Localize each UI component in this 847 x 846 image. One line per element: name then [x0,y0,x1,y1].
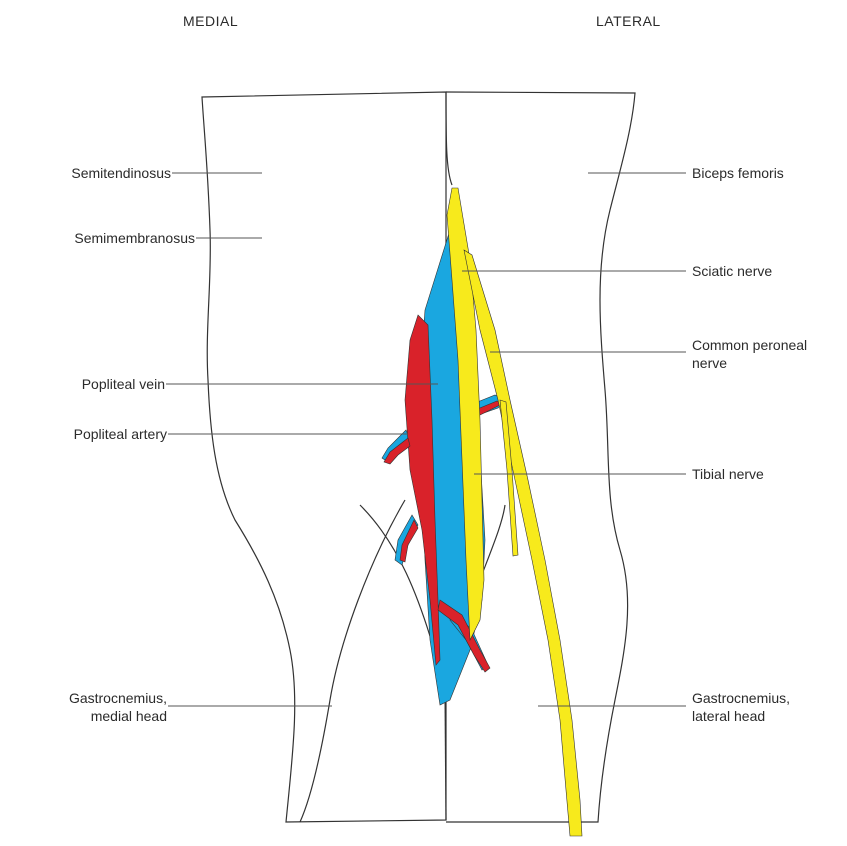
label-gastrocnemius-medial-2: medial head [91,707,167,725]
medial-calf-contour [300,500,405,822]
label-gastrocnemius-medial-1: Gastrocnemius, [69,689,167,707]
header-lateral: LATERAL [596,12,661,30]
label-common-peroneal-2: nerve [692,354,727,372]
label-biceps-femoris: Biceps femoris [692,164,784,182]
center-seam [446,92,452,185]
label-common-peroneal-1: Common peroneal [692,336,807,354]
label-popliteal-artery: Popliteal artery [74,425,167,443]
header-medial: MEDIAL [183,12,238,30]
label-tibial-nerve: Tibial nerve [692,465,764,483]
label-gastrocnemius-lateral-2: lateral head [692,707,765,725]
label-sciatic-nerve: Sciatic nerve [692,262,772,280]
label-semitendinosus: Semitendinosus [71,164,171,182]
label-gastrocnemius-lateral-1: Gastrocnemius, [692,689,790,707]
label-semimembranosus: Semimembranosus [74,229,195,247]
label-popliteal-vein: Popliteal vein [82,375,165,393]
